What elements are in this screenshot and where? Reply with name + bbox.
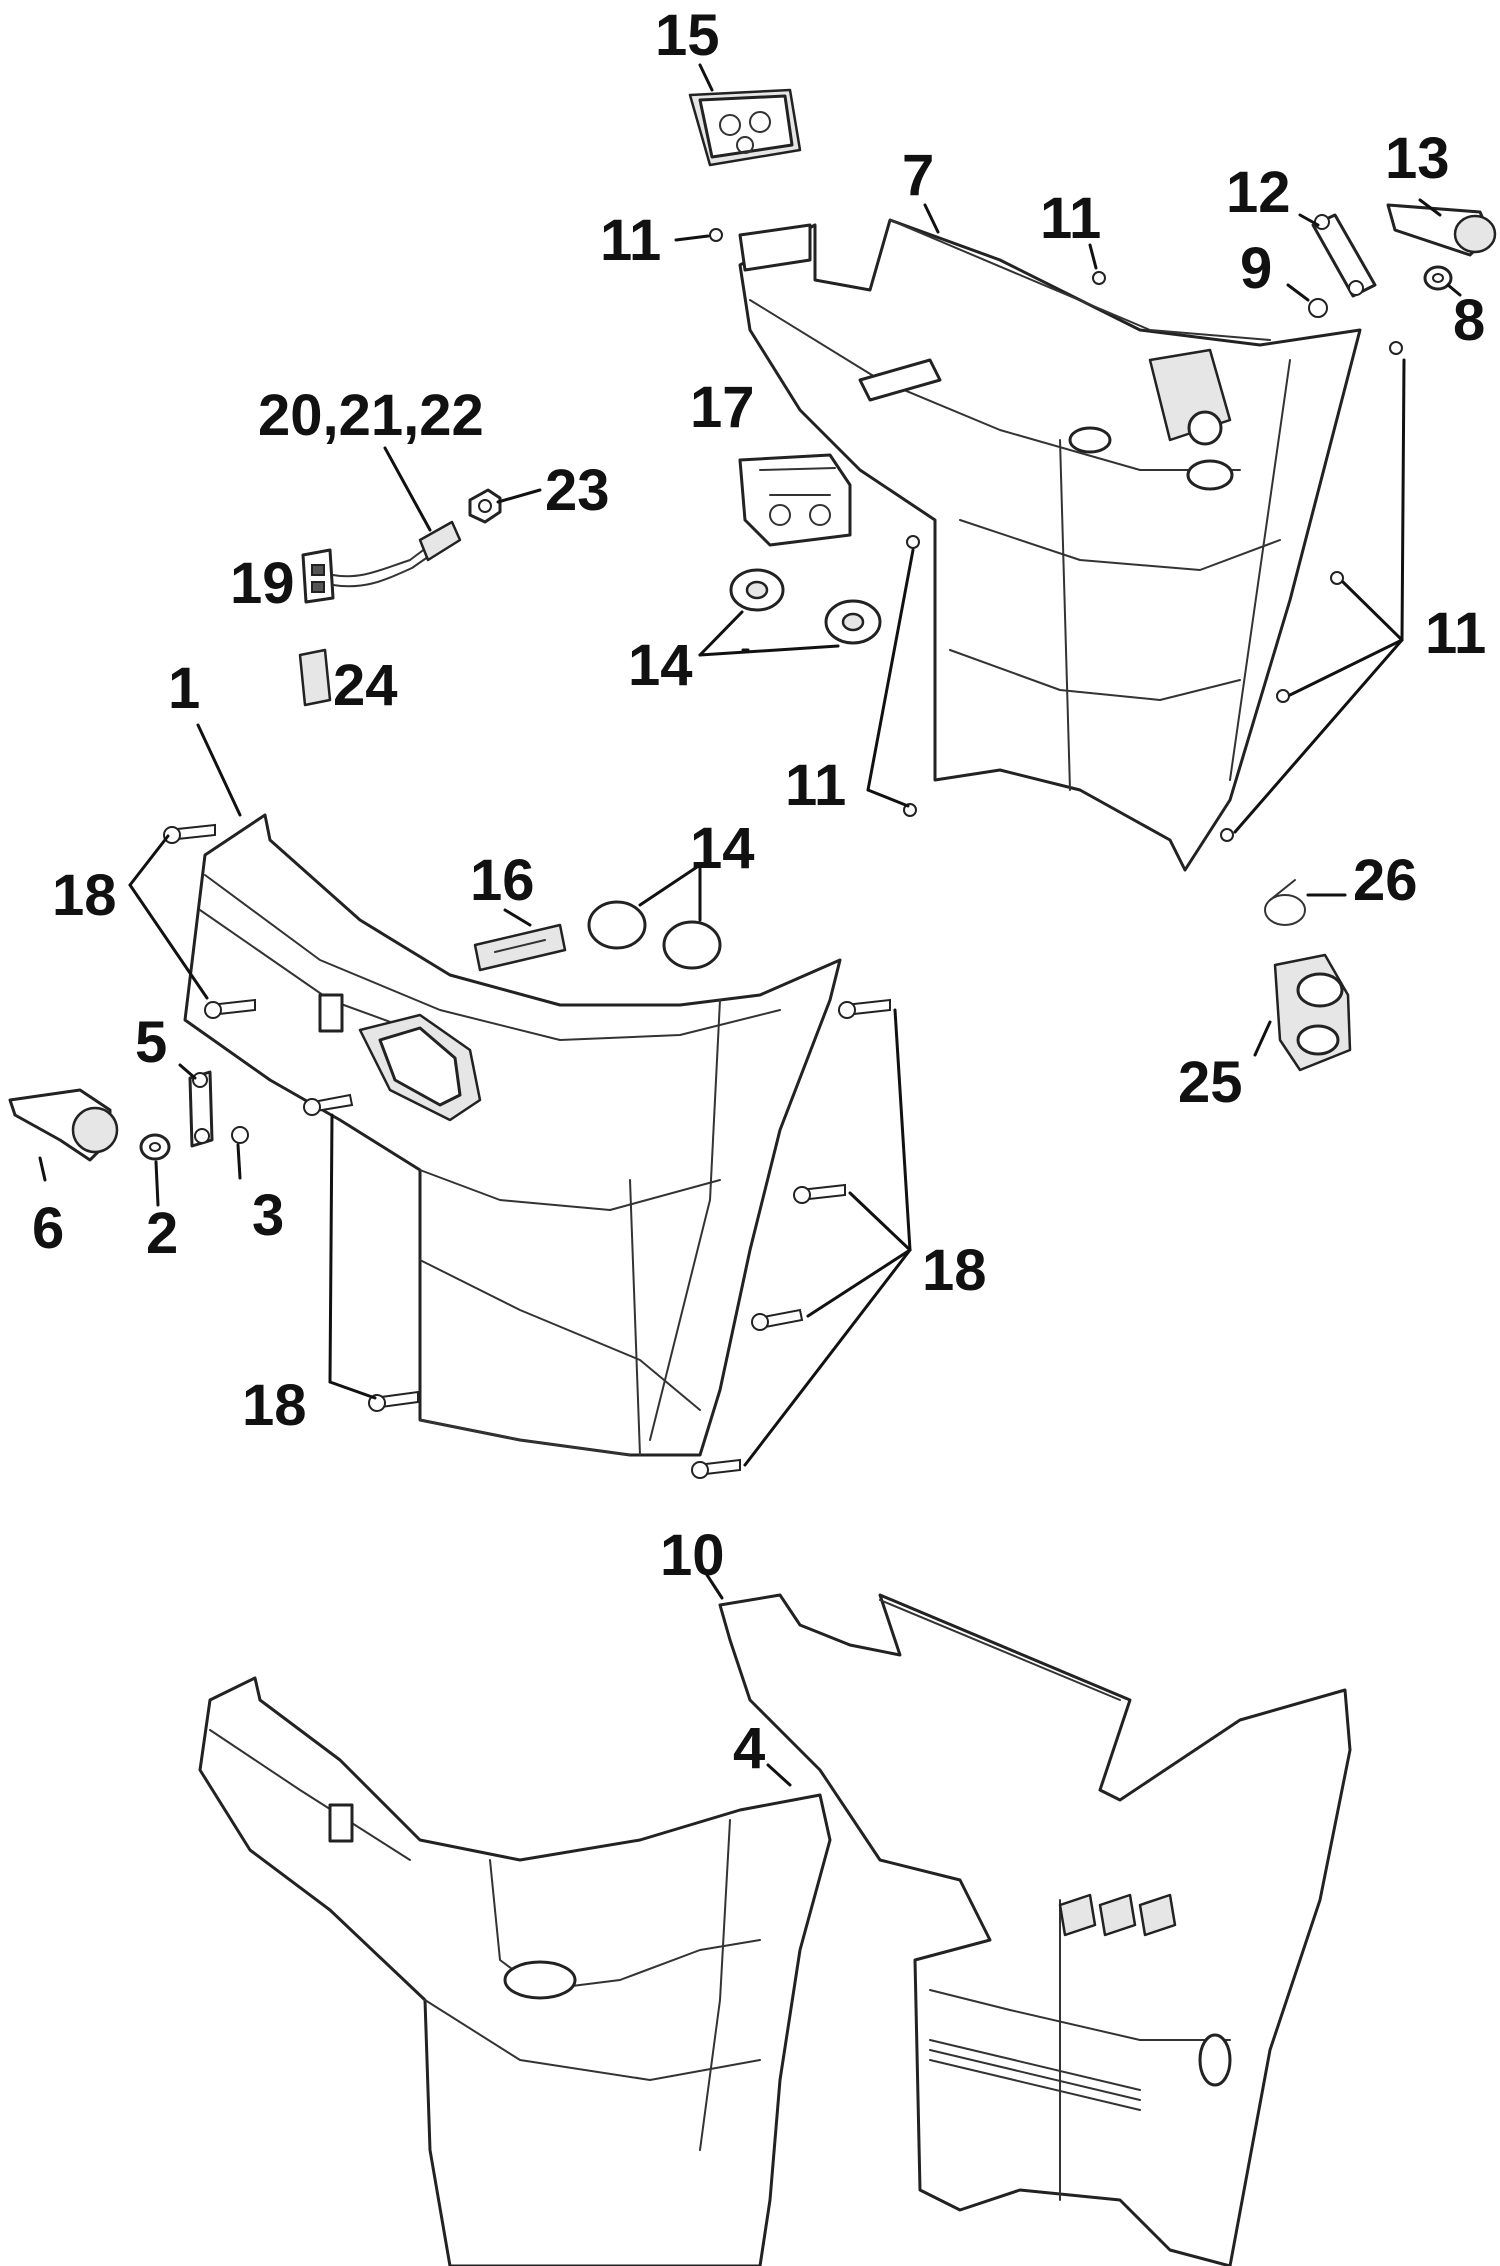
part-14-grommets-upper — [729, 568, 882, 645]
label-11-top: 11 — [1040, 186, 1101, 251]
part-11-screws-upper — [709, 228, 1403, 842]
label-18-right: 18 — [922, 1238, 987, 1303]
part-25-grommet — [1273, 953, 1352, 1072]
label-18-left: 18 — [52, 863, 117, 928]
parts-8-9-12-13-latch-right — [1308, 203, 1497, 318]
label-19: 19 — [230, 551, 295, 616]
part-15-grommet — [688, 88, 802, 167]
label-14-upper: 14 — [628, 633, 693, 698]
label-20-21-22: 20,21,22 — [258, 383, 484, 448]
label-24: 24 — [333, 653, 398, 718]
leader-lines — [38, 63, 1462, 1787]
part-7-upper-rear-cover — [738, 218, 1362, 872]
part-16-pad — [473, 923, 567, 972]
label-1: 1 — [168, 656, 200, 721]
label-16: 16 — [470, 848, 535, 913]
label-26: 26 — [1353, 848, 1418, 913]
part-4-bottom-cover — [198, 1676, 832, 2266]
part-17-cable-guide — [738, 453, 852, 547]
part-1-lower-cover — [183, 813, 842, 1457]
label-17: 17 — [690, 375, 755, 440]
parts-2-3-5-6-latch-left — [8, 1070, 249, 1162]
label-13: 13 — [1385, 126, 1450, 191]
part-26-clamp — [1264, 879, 1306, 926]
label-10: 10 — [660, 1523, 725, 1588]
label-11-lower-left: 11 — [785, 753, 846, 818]
label-3: 3 — [252, 1183, 284, 1248]
label-6: 6 — [32, 1196, 64, 1261]
part-10-bottom-right-cover — [718, 1593, 1352, 2266]
label-12: 12 — [1226, 160, 1291, 225]
part-14-grommets-lower — [587, 900, 722, 970]
label-25: 25 — [1178, 1050, 1243, 1115]
label-4: 4 — [733, 1716, 765, 1781]
label-8: 8 — [1453, 288, 1485, 353]
label-23: 23 — [545, 458, 610, 523]
callout-labels: 15 7 11 11 12 13 9 8 20,21,22 17 23 19 1… — [32, 3, 1486, 1781]
label-2: 2 — [146, 1201, 178, 1266]
part-18-bolts — [163, 823, 891, 1479]
label-15: 15 — [655, 3, 720, 68]
label-18-bottom: 18 — [242, 1373, 307, 1438]
parts-19-24-switch-harness — [298, 488, 502, 707]
label-9: 9 — [1240, 236, 1272, 301]
label-11-top-left: 11 — [600, 208, 661, 273]
label-14-lower: 14 — [690, 816, 755, 881]
label-7: 7 — [902, 143, 934, 208]
label-5: 5 — [135, 1010, 167, 1075]
label-11-right: 11 — [1425, 601, 1486, 666]
